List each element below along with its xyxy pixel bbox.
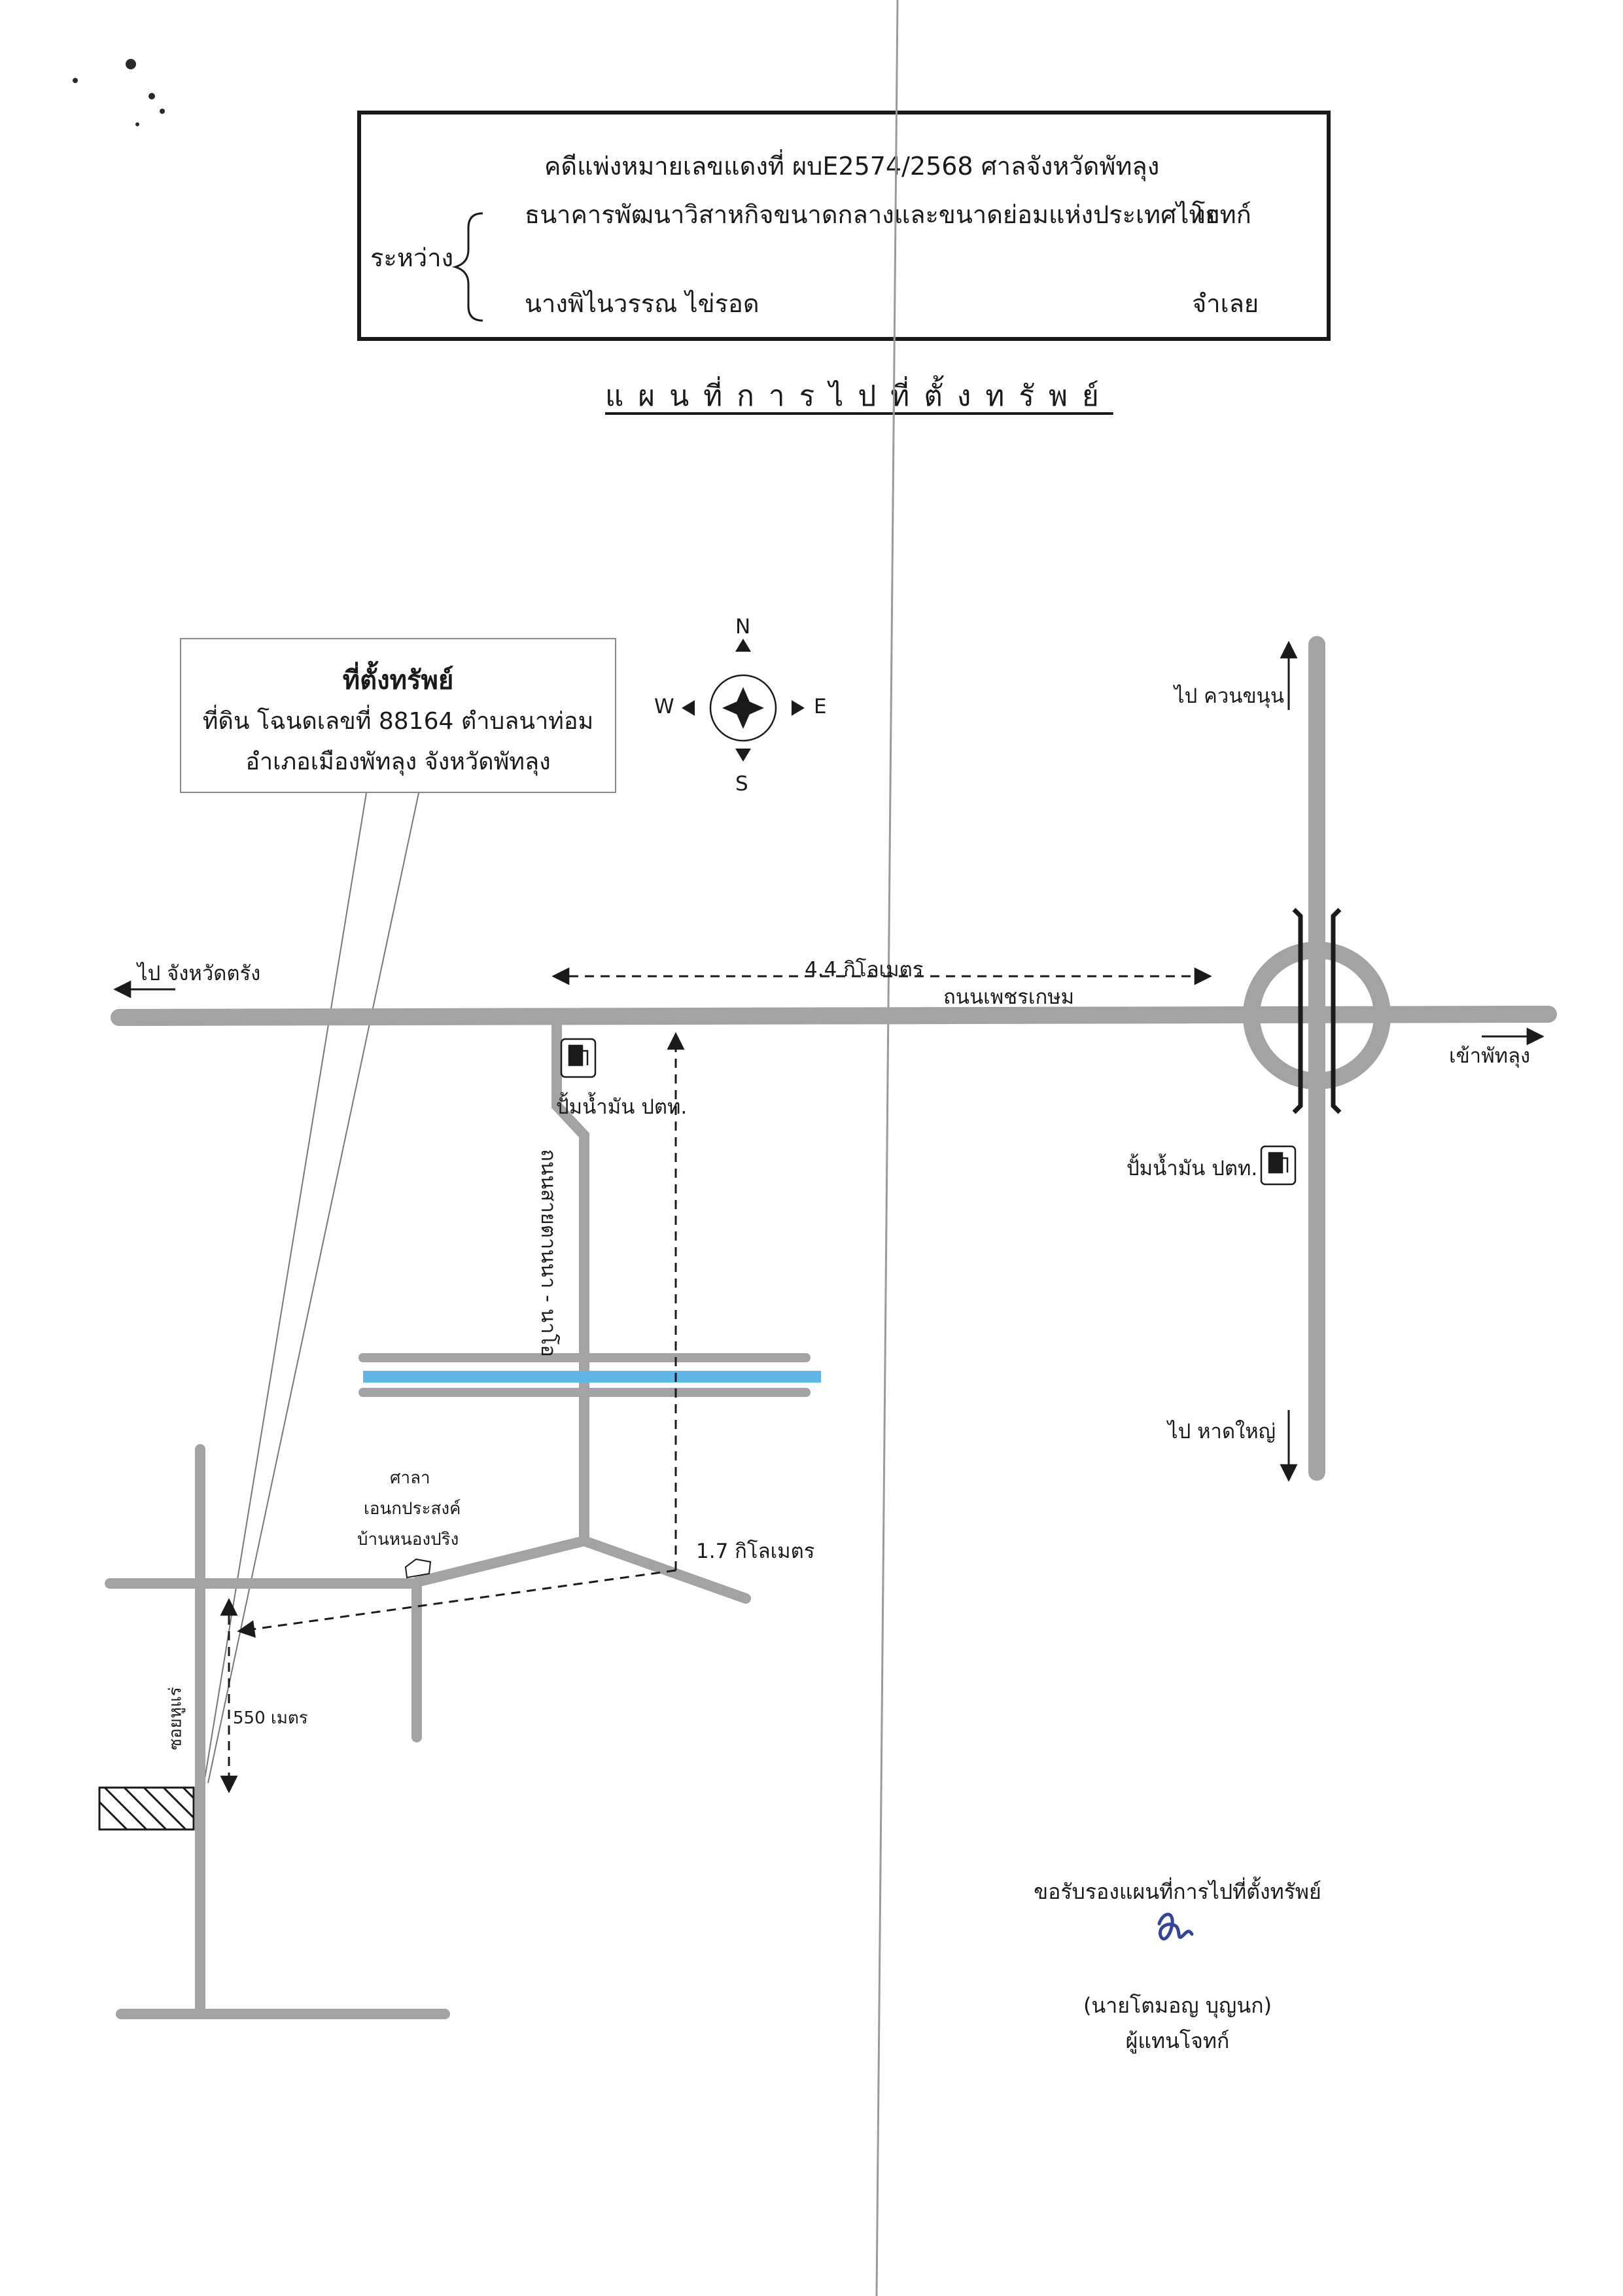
leader-line bbox=[207, 792, 419, 1784]
to-phatthalung-label: เข้าพัทลุง bbox=[1449, 1044, 1531, 1068]
distance-line-mid-h bbox=[237, 1569, 676, 1638]
village-road bbox=[411, 1535, 751, 1604]
property-plot bbox=[98, 1786, 195, 1831]
map-title: แผนที่การไปที่ตั้งทรัพย์ bbox=[605, 380, 1113, 413]
distance-soi-label: 550 เมตร bbox=[233, 1708, 308, 1728]
plaintiff-name: ธนาคารพัฒนาวิสาหกิจขนาดกลางและขนาดย่อมแห… bbox=[525, 200, 1220, 229]
to-hat-yai-label: ไป หาดใหญ่ bbox=[1168, 1420, 1276, 1443]
gas-station-1-label: ปั้มน้ำมัน ปตท. bbox=[556, 1095, 688, 1119]
compass-east: E bbox=[814, 695, 827, 718]
danna-road-label: ถนนสายตานนา - นาโอ bbox=[536, 1149, 560, 1357]
plaintiff-role: โจทก์ bbox=[1192, 200, 1251, 229]
case-number-line: คดีแพ่งหมายเลขแดงที่ ผบE2574/2568 ศาลจัง… bbox=[544, 152, 1160, 181]
phetkasem-road-label: ถนนเพชรเกษม bbox=[943, 985, 1075, 1009]
between-brace bbox=[451, 212, 483, 322]
to-trang-label: ไป จังหวัดตรัง bbox=[137, 962, 261, 985]
danna-road bbox=[551, 1019, 589, 1546]
property-district: อำเภอเมืองพัทลุง จังหวัดพัทลุง bbox=[245, 749, 551, 775]
shrine-label-3: บ้านหนองปริง bbox=[357, 1530, 459, 1549]
distance-mid-label: 1.7 กิโลเมตร bbox=[696, 1540, 815, 1563]
shrine-label-2: เอนกประสงค์ bbox=[364, 1499, 461, 1519]
between-label: ระหว่าง bbox=[370, 243, 454, 272]
compass-south: S bbox=[735, 772, 748, 796]
roundabout bbox=[1243, 942, 1391, 1089]
soi-hu-rae-label: ซอยหูแร่ bbox=[166, 1687, 186, 1750]
shrine-label-1: ศาลา bbox=[390, 1468, 430, 1488]
gas-station-2-label: ปั้มน้ำมัน ปตท. bbox=[1126, 1157, 1258, 1180]
compass-rose-icon bbox=[682, 639, 805, 762]
certify-text: ขอรับรองแผนที่การไปที่ตั้งทรัพย์ bbox=[1034, 1879, 1321, 1904]
to-khuan-khanun-label: ไป ควนขนุน bbox=[1174, 684, 1285, 708]
scan-stains bbox=[73, 59, 165, 126]
compass-north: N bbox=[735, 615, 751, 639]
defendant-name: นางพิไนวรรณ ไข่รอด bbox=[525, 289, 759, 318]
signer-name: (นายโตมอญ บุญนก) bbox=[1083, 1993, 1272, 2018]
distance-main-label: 4.4 กิโลเมตร bbox=[805, 958, 924, 981]
property-heading: ที่ตั้งทรัพย์ bbox=[342, 665, 454, 696]
overpass-marker bbox=[1292, 908, 1342, 1114]
scan-fold-line bbox=[875, 0, 899, 2296]
signature-mark bbox=[1157, 1913, 1194, 1941]
gas-station-icon bbox=[560, 1038, 597, 1078]
shrine-icon bbox=[404, 1558, 432, 1579]
property-location-box: ที่ตั้งทรัพย์ ที่ดิน โฉนดเลขที่ 88164 ตำ… bbox=[180, 638, 616, 793]
case-header-box: คดีแพ่งหมายเลขแดงที่ ผบE2574/2568 ศาลจัง… bbox=[357, 111, 1331, 341]
compass-west: W bbox=[654, 695, 674, 718]
signer-role: ผู้แทนโจทก์ bbox=[1125, 2028, 1230, 2053]
gas-station-icon bbox=[1260, 1145, 1297, 1186]
property-title-deed: ที่ดิน โฉนดเลขที่ 88164 ตำบลนาท่อม bbox=[202, 708, 594, 735]
defendant-role: จำเลย bbox=[1192, 289, 1259, 318]
